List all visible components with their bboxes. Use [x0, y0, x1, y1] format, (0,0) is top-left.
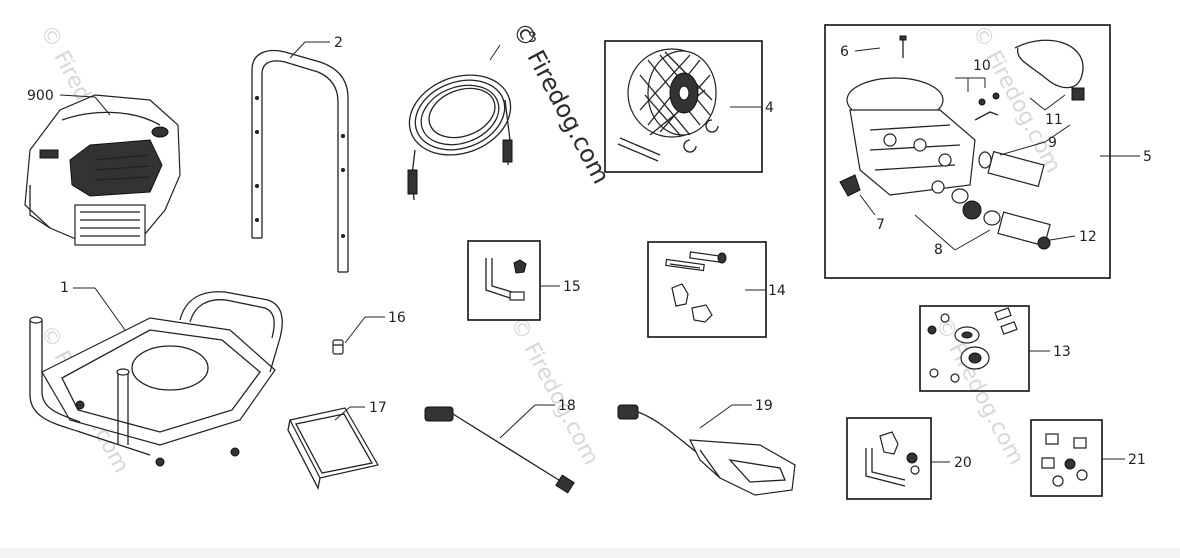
callout-7: 7: [876, 217, 885, 233]
callout-9: 9: [1048, 135, 1057, 151]
callout-18: 18: [558, 398, 576, 414]
callout-19: 19: [755, 398, 773, 414]
callout-15: 15: [563, 279, 581, 295]
callout-11: 11: [1045, 112, 1063, 128]
part-15-kit: [467, 240, 541, 321]
callout-12: 12: [1079, 229, 1097, 245]
callout-10: 10: [973, 58, 991, 74]
callout-6: 6: [840, 44, 849, 60]
wand-part: [424, 406, 575, 494]
callout-3: 3: [528, 30, 537, 46]
callout-900: 900: [27, 88, 54, 104]
callout-labels: 900 2 3 4 5 6 10 11 9 7 8 12 1 16 15 14 …: [27, 30, 1152, 471]
callout-4: 4: [765, 100, 774, 116]
spray-gun-part: [617, 404, 796, 496]
panel-part: [287, 407, 379, 490]
hose-part: [407, 74, 513, 201]
part-21-kit: [1030, 419, 1103, 497]
callout-2: 2: [334, 35, 343, 51]
callout-13: 13: [1053, 344, 1071, 360]
pump-assembly-kit: [824, 24, 1111, 279]
callout-16: 16: [388, 310, 406, 326]
part-13-kit: [919, 305, 1030, 392]
watermark-main: © Firedog.com: [507, 18, 616, 189]
callout-14: 14: [768, 283, 786, 299]
callout-1: 1: [60, 280, 69, 296]
leader-lines: [59, 41, 1140, 463]
watermark-faint: © Firedog.com: [505, 313, 604, 469]
part-20-kit: [846, 417, 932, 500]
frame-part: [29, 291, 283, 467]
callout-8: 8: [934, 242, 943, 258]
callout-20: 20: [954, 455, 972, 471]
callout-5: 5: [1143, 149, 1152, 165]
engine-part: [24, 94, 181, 246]
pin-part: [332, 339, 344, 355]
handle-part: [251, 49, 349, 273]
callout-17: 17: [369, 400, 387, 416]
footer-strip: [0, 548, 1180, 558]
callout-21: 21: [1128, 452, 1146, 468]
